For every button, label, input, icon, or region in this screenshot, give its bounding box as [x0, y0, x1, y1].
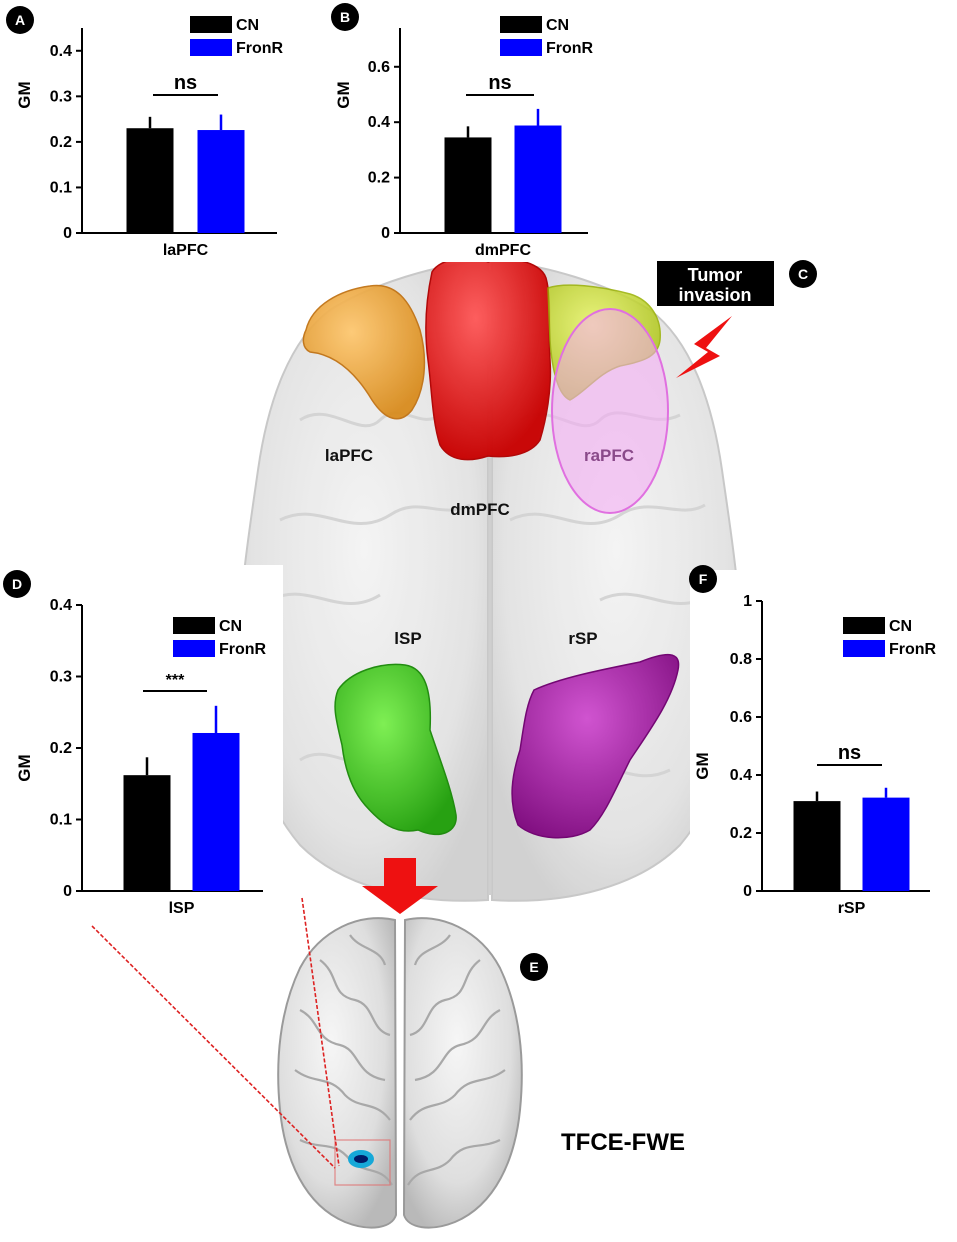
panel-f-legend-label-cn: CN	[889, 618, 912, 635]
panel-f-bar-fronr	[862, 797, 910, 891]
panel-b-y-tick-label: 0.6	[368, 59, 390, 76]
panel-a-legend-label-fronr: FronR	[236, 40, 284, 57]
panel-letter-a: A	[15, 12, 25, 28]
panel-letter-badges: A B C D E F	[3, 3, 817, 981]
panel-f-chart: 0 0.2 0.4 0.6 0.8 1GM rSP ns CN FronR	[690, 570, 957, 920]
panel-a-y-axis-label: GM	[15, 81, 34, 108]
panel-f-legend-swatch-cn	[843, 617, 885, 634]
panel-label-f: F	[689, 565, 717, 593]
label-lsp: lSP	[394, 629, 421, 648]
panel-f-bar-cn	[793, 801, 841, 891]
panel-d-bar-cn	[123, 775, 171, 891]
panel-f-y-tick-label: 0	[743, 883, 752, 900]
panel-d-significance-label: ***	[166, 672, 185, 689]
brain-e-illustration: TFCE-FWE	[277, 917, 685, 1229]
panel-b-legend-label-fronr: FronR	[546, 40, 594, 57]
panel-b-y-tick-label: 0.2	[368, 170, 390, 187]
panel-a-y-tick-label: 0.4	[50, 43, 72, 60]
tumor-invasion-line1: Tumor	[688, 265, 743, 285]
panel-a-legend-swatch-fronr	[190, 39, 232, 56]
panel-d-y-axis-label: GM	[15, 754, 34, 781]
panel-d-legend-swatch-cn	[173, 617, 215, 634]
panel-f-y-tick-label: 0.8	[730, 651, 752, 668]
panel-b-bar-cn	[444, 137, 492, 233]
panel-label-c: C	[789, 260, 817, 288]
region-lsp	[334, 663, 457, 836]
panel-a-y-tick-label: 0.3	[50, 88, 72, 105]
panel-b-legend-swatch-cn	[500, 16, 542, 33]
down-arrow-icon	[362, 858, 438, 914]
panel-a-y-tick-label: 0.1	[50, 179, 72, 196]
tumor-invasion-box	[657, 261, 774, 306]
panel-f-y-tick-label: 0.2	[730, 825, 752, 842]
panel-label-e: E	[520, 953, 548, 981]
panel-label-d: D	[3, 570, 31, 598]
panel-d-legend-swatch-fronr	[173, 640, 215, 657]
panel-a-y-tick-label: 0.2	[50, 134, 72, 151]
tfce-fwe-caption: TFCE-FWE	[561, 1129, 685, 1156]
cluster-roi-box	[334, 1139, 391, 1186]
panel-f-y-tick-label: 0.4	[730, 767, 752, 784]
panel-f-legend-label-fronr: FronR	[889, 641, 937, 658]
panel-f-y-tick-label: 0.6	[730, 709, 752, 726]
panel-b-chart: 0 0.2 0.4 0.6GM dmPFC ns CN FronR	[315, 0, 625, 262]
label-rapfc: raPFC	[584, 446, 634, 465]
panel-d-bar-fronr	[192, 732, 240, 891]
panel-f-x-axis-label: rSP	[838, 900, 866, 917]
panel-a-bar-cn	[126, 128, 174, 233]
panel-d-y-tick-label: 0.2	[50, 740, 72, 757]
panel-b-legend-label-cn: CN	[546, 17, 569, 34]
panel-d-x-axis-label: lSP	[169, 900, 195, 917]
panel-label-b: B	[331, 3, 359, 31]
panel-d-y-tick-label: 0	[63, 883, 72, 900]
panel-d-y-tick-label: 0.3	[50, 669, 72, 686]
panel-b-bar-fronr	[514, 125, 562, 233]
region-rsp	[511, 653, 680, 839]
panel-d-y-tick-label: 0.1	[50, 812, 72, 829]
region-lapfc	[302, 284, 426, 420]
panel-b-y-tick-label: 0.4	[368, 114, 390, 131]
panel-d-chart: 0 0.1 0.2 0.3 0.4GM lSP *** CN FronR	[0, 565, 283, 923]
panel-letter-d: D	[12, 576, 22, 592]
cortex-right-hemisphere	[402, 917, 523, 1229]
brain-c-illustration: laPFC dmPFC raPFC lSP rSP Tumor invasion	[238, 257, 774, 902]
panel-f-y-axis-label: GM	[693, 752, 712, 779]
panel-letter-f: F	[699, 571, 708, 587]
panel-b-y-tick-label: 0	[381, 225, 390, 242]
panel-letter-c: C	[798, 266, 808, 282]
panel-a-bar-fronr	[197, 130, 245, 233]
panel-a-legend-swatch-cn	[190, 16, 232, 33]
lead-lines	[91, 897, 340, 1169]
panel-b-y-axis-label: GM	[334, 81, 353, 108]
region-dmpfc	[425, 257, 552, 461]
panel-a-significance-label: ns	[174, 72, 197, 94]
label-lapfc: laPFC	[325, 446, 373, 465]
panel-f-significance-label: ns	[838, 742, 861, 764]
label-dmpfc: dmPFC	[450, 500, 510, 519]
blue-cluster-icon	[348, 1150, 374, 1168]
panel-label-a: A	[6, 6, 34, 34]
panel-f-legend-swatch-fronr	[843, 640, 885, 657]
panel-b-legend-swatch-fronr	[500, 39, 542, 56]
tumor-invasion-ellipse	[551, 308, 669, 514]
label-rsp: rSP	[568, 629, 597, 648]
panel-a-x-axis-label: laPFC	[163, 242, 209, 259]
lightning-bolt-icon	[676, 316, 732, 378]
panel-a-legend-label-cn: CN	[236, 17, 259, 34]
panel-a-chart: 0 0.1 0.2 0.3 0.4GM laPFC ns CN FronR	[0, 0, 300, 262]
panel-d-legend-label-fronr: FronR	[219, 641, 267, 658]
panel-f-y-tick-label: 1	[743, 593, 752, 610]
cortex-gyri	[294, 934, 506, 1186]
panel-d-legend-label-cn: CN	[219, 618, 242, 635]
panel-letter-b: B	[340, 9, 350, 25]
panel-a-y-tick-label: 0	[63, 225, 72, 242]
panel-d-y-tick-label: 0.4	[50, 597, 72, 614]
panel-b-significance-label: ns	[488, 72, 511, 94]
cortex-left-hemisphere	[277, 917, 398, 1229]
tumor-invasion-line2: invasion	[678, 285, 751, 305]
panel-letter-e: E	[529, 959, 538, 975]
panel-b-x-axis-label: dmPFC	[475, 242, 531, 259]
